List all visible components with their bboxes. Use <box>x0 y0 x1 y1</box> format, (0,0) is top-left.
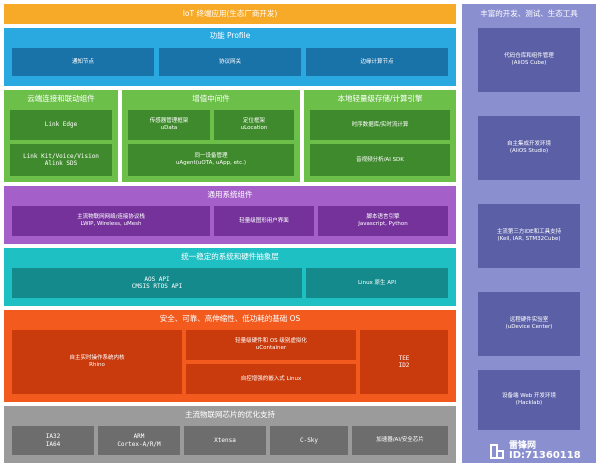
watermark: 雷锋网 ID:71360118 <box>488 440 596 462</box>
chip-layer-title: 主流物联网芯片的优化支持 <box>185 410 275 419</box>
chip-box-xtensa: Xtensa <box>184 426 266 455</box>
abstraction-box-aos-api: AOS API CMSIS RTOS API <box>12 268 302 298</box>
cloud-layer-title: 云端连接和联动组件 <box>27 94 95 103</box>
iot-application-layer: IoT 终端应用(生态厂商开发) <box>4 4 456 24</box>
profile-layer-title: 功能 Profile <box>209 31 251 40</box>
watermark-name: 雷锋网 <box>509 441 537 451</box>
tools-box-alios-cube: 代码仓库和组件管理 (AliOS Cube) <box>478 28 580 92</box>
tools-box-third-party-ide: 主流第三方IDE和工具支持 (Keil, IAR, STM32Cube) <box>478 204 580 268</box>
chip-box-accelerator: 加速器/AI/安全芯片 <box>352 426 448 455</box>
system-box-network-stack: 主流物联网网络/连接协议栈 LWIP, Wireless, uMesh <box>12 206 210 236</box>
chip-box-ia: IA32 IA64 <box>12 426 94 455</box>
profile-box-protocol-gateway: 协议网关 <box>159 48 301 76</box>
cloud-box-link-edge: Link Edge <box>10 110 112 140</box>
value-box-udata: 传感器管理框架 uData <box>128 110 210 140</box>
system-components-layer: 通用系统组件 主流物联网网络/连接协议栈 LWIP, Wireless, uMe… <box>4 186 456 244</box>
tools-box-udevice-center: 远程硬件实验室 (uDevice Center) <box>478 292 580 356</box>
value-box-uagent: 同一设备管理 uAgent(uOTA, uApp, etc.) <box>128 144 294 176</box>
tools-box-hacklab: 设备端 Web 开发环境 (Hacklab) <box>478 370 580 430</box>
iot-layer-title: IoT 终端应用(生态厂商开发) <box>182 9 278 18</box>
system-box-script-engine: 脚本语言引擎 Javascript, Python <box>318 206 448 236</box>
value-middleware-layer: 增值中间件 传感器管理框架 uData 定位框架 uLocation 同一设备管… <box>122 90 300 182</box>
cloud-box-link-kit: Link Kit/Voice/Vision Alink SDS <box>10 144 112 176</box>
chip-box-arm: ARM Cortex-A/R/M <box>98 426 180 455</box>
storage-box-av-analysis: 音视频分析/AI SDK <box>310 144 450 176</box>
os-box-rhino-kernel: 自主实时操作系统内核 Rhino <box>12 330 182 394</box>
system-layer-title: 通用系统组件 <box>207 190 253 199</box>
os-box-ucontainer: 轻量级硬件和 OS 级别虚拟化 uContainer <box>186 330 356 360</box>
profile-box-notification-node: 通知节点 <box>12 48 154 76</box>
storage-box-timeseries-db: 时序数据库/实时流计算 <box>310 110 450 140</box>
os-layer-title: 安全、可靠、高伸缩性、低功耗的基础 OS <box>159 314 301 323</box>
abstraction-layer-title: 统一稳定的系统和硬件抽象层 <box>181 252 279 261</box>
cloud-connect-layer: 云端连接和联动组件 Link Edge Link Kit/Voice/Visio… <box>4 90 118 182</box>
chip-support-layer: 主流物联网芯片的优化支持 IA32 IA64 ARM Cortex-A/R/M … <box>4 406 456 463</box>
abstraction-layer: 统一稳定的系统和硬件抽象层 AOS API CMSIS RTOS API Lin… <box>4 248 456 306</box>
os-box-embedded-linux: 自控增强的嵌入式 Linux <box>186 364 356 394</box>
tools-box-alios-studio: 自主集成开发环境 (AliOS Studio) <box>478 116 580 180</box>
watermark-id: ID:71360118 <box>509 450 581 461</box>
profile-box-edge-computing-node: 边缘计算节点 <box>306 48 448 76</box>
leiphone-logo-icon <box>488 443 505 460</box>
system-box-gui: 轻量级图形用户界面 <box>214 206 314 236</box>
storage-layer-title: 本地轻量级存储/计算引擎 <box>337 94 423 103</box>
storage-engine-layer: 本地轻量级存储/计算引擎 时序数据库/实时流计算 音视频分析/AI SDK <box>304 90 456 182</box>
tools-layer-title: 丰富的开发、测试、生态工具 <box>480 9 578 18</box>
watermark-text: 雷锋网 ID:71360118 <box>509 441 581 461</box>
value-layer-title: 增值中间件 <box>192 94 230 103</box>
chip-box-c-sky: C-Sky <box>270 426 348 455</box>
value-box-ulocation: 定位框架 uLocation <box>214 110 294 140</box>
function-profile-layer: 功能 Profile 通知节点 协议网关 边缘计算节点 <box>4 28 456 86</box>
tools-layer: 丰富的开发、测试、生态工具 代码仓库和组件管理 (AliOS Cube) 自主集… <box>462 4 596 463</box>
base-os-layer: 安全、可靠、高伸缩性、低功耗的基础 OS 自主实时操作系统内核 Rhino 轻量… <box>4 310 456 402</box>
os-box-tee-id2: TEE ID2 <box>360 330 448 394</box>
abstraction-box-linux-api: Linux 原生 API <box>306 268 448 298</box>
